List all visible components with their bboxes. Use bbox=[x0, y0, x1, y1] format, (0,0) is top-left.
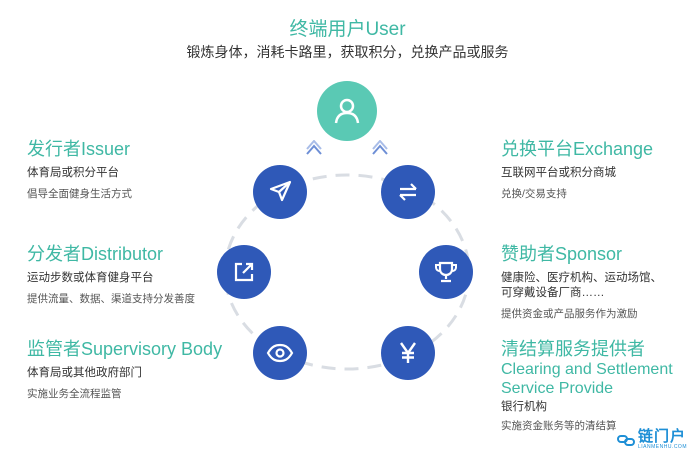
watermark-text: 链门户 bbox=[637, 428, 686, 445]
distributor-block: 分发者Distributor 运动步数或体育健身平台 提供流量、数据、渠道支持分… bbox=[27, 243, 195, 306]
clearing-block: 清结算服务提供者 Clearing and Settlement Service… bbox=[501, 338, 673, 433]
clearing-desc: 银行机构 bbox=[501, 401, 547, 413]
paper-plane-icon bbox=[269, 180, 292, 202]
supervisor-note: 实施业务全流程监管 bbox=[27, 388, 122, 400]
sponsor-block: 赞助者Sponsor 健康险、医疗机构、运动场馆、 可穿戴设备厂商…… 提供资金… bbox=[501, 243, 662, 321]
sponsor-desc: 健康险、医疗机构、运动场馆、 bbox=[501, 272, 662, 284]
exchange-note: 兑换/交易支持 bbox=[501, 188, 567, 200]
swap-arrows-icon bbox=[399, 183, 417, 201]
clearing-title-en1: Clearing and Settlement bbox=[501, 361, 673, 378]
watermark-sub: LIANMENHU.COM bbox=[637, 444, 687, 450]
clearing-title: 清结算服务提供者 bbox=[501, 339, 645, 359]
exchange-node bbox=[381, 165, 435, 219]
distributor-desc: 运动步数或体育健身平台 bbox=[27, 272, 154, 284]
exchange-block: 兑换平台Exchange 互联网平台或积分商城 兑换/交易支持 bbox=[501, 138, 653, 201]
distributor-note: 提供流量、数据、渠道支持分发善度 bbox=[27, 293, 195, 305]
yen-icon bbox=[400, 342, 416, 363]
header-title: 终端用户User bbox=[289, 19, 406, 40]
sponsor-note: 提供资金或产品服务作为激励 bbox=[501, 308, 638, 320]
trophy-icon bbox=[435, 261, 457, 283]
clearing-node bbox=[381, 326, 435, 380]
sponsor-node bbox=[419, 245, 473, 299]
issuer-desc: 体育局或积分平台 bbox=[27, 167, 119, 179]
chevron-left-icon bbox=[306, 140, 322, 155]
exchange-title: 兑换平台Exchange bbox=[501, 139, 654, 159]
distributor-node bbox=[217, 245, 271, 299]
issuer-note: 倡导全面健身生活方式 bbox=[27, 188, 132, 200]
user-icon bbox=[334, 98, 360, 124]
supervisor-title: 监管者Supervisory Body bbox=[27, 339, 223, 359]
exchange-desc: 互联网平台或积分商城 bbox=[501, 167, 616, 179]
sponsor-desc-cont: 可穿戴设备厂商…… bbox=[501, 287, 605, 299]
issuer-title: 发行者Issuer bbox=[27, 139, 131, 159]
issuer-block: 发行者Issuer 体育局或积分平台 倡导全面健身生活方式 bbox=[27, 138, 132, 201]
supervisor-desc: 体育局或其他政府部门 bbox=[27, 367, 142, 379]
distributor-title: 分发者Distributor bbox=[27, 244, 164, 264]
supervisor-node bbox=[253, 326, 307, 380]
clearing-note: 实施资金账务等的清结算 bbox=[501, 420, 617, 432]
eye-icon bbox=[266, 343, 294, 363]
sponsor-title: 赞助者Sponsor bbox=[501, 244, 623, 264]
clearing-title-en2: Service Provide bbox=[501, 380, 614, 397]
chevron-right-icon bbox=[372, 140, 388, 155]
share-out-icon bbox=[234, 262, 254, 282]
issuer-node bbox=[253, 165, 307, 219]
header-subtitle: 锻炼身体，消耗卡路里，获取积分，兑换产品或服务 bbox=[186, 44, 509, 60]
watermark-logo: 链门户 LIANMENHU.COM bbox=[616, 428, 687, 450]
user-node bbox=[317, 81, 377, 141]
chain-link-icon bbox=[616, 434, 635, 446]
supervisor-block: 监管者Supervisory Body 体育局或其他政府部门 实施业务全流程监管 bbox=[27, 338, 222, 401]
